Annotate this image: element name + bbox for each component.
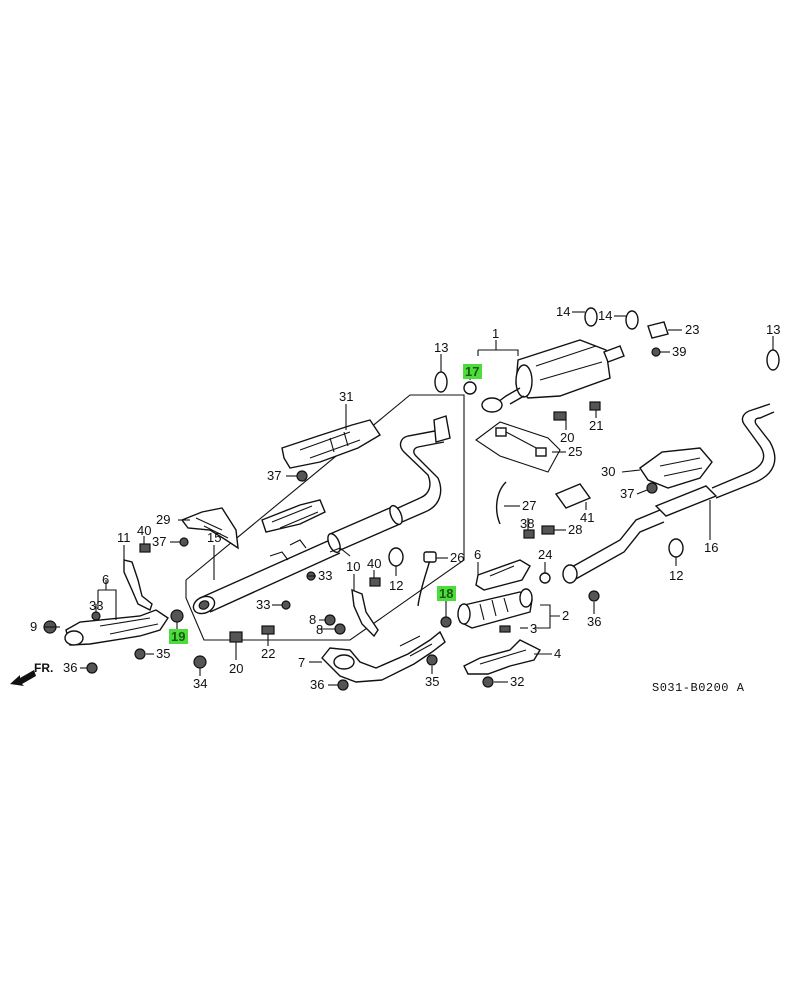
callout-40[interactable]: 40 [137,523,151,538]
callout-1[interactable]: 1 [492,326,499,341]
callout-30[interactable]: 30 [601,464,615,479]
muffler-1 [481,339,625,413]
leader-lines [44,311,774,686]
callout-6[interactable]: 6 [474,547,481,562]
callout-17-highlighted[interactable]: 17 [463,364,482,379]
bracket-10 [351,588,379,638]
front-label: FR. [34,661,53,675]
callout-34[interactable]: 34 [193,676,207,691]
callout-6[interactable]: 6 [102,572,109,587]
callout-3[interactable]: 3 [530,621,537,636]
arrow-left-icon [10,670,36,686]
callout-37[interactable]: 37 [620,486,634,501]
callout-17[interactable]: 17 [465,364,479,379]
callout-21[interactable]: 21 [589,418,603,433]
callout-11[interactable]: 11 [117,530,131,545]
callout-28[interactable]: 28 [568,522,582,537]
group-outline-25 [475,421,561,473]
oxygen-sensor-27 [495,481,507,525]
oxygen-sensor-26 [417,559,431,607]
callout-18[interactable]: 18 [439,586,453,601]
heat-shield-29 [180,507,239,550]
callout-37[interactable]: 37 [152,534,166,549]
callout-36[interactable]: 36 [310,677,324,692]
callout-29[interactable]: 29 [156,512,170,527]
callout-19-highlighted[interactable]: 19 [169,629,188,644]
callout-14[interactable]: 14 [598,308,612,323]
front-pipe-15 [192,415,451,615]
callout-36[interactable]: 36 [63,660,77,675]
callout-38[interactable]: 38 [520,516,534,531]
flex-pipe-6-left [64,609,169,646]
callout-41[interactable]: 41 [580,510,594,525]
callout-26[interactable]: 26 [450,550,464,565]
callout-24[interactable]: 24 [538,547,552,562]
group-outline-15 [185,394,465,641]
callout-8[interactable]: 8 [316,622,323,637]
callout-22[interactable]: 22 [261,646,275,661]
callout-37[interactable]: 37 [267,468,281,483]
callout-20[interactable]: 20 [560,430,574,445]
callout-33[interactable]: 33 [89,598,103,613]
callout-9[interactable]: 9 [30,619,37,634]
callout-12[interactable]: 12 [669,568,683,583]
callout-32[interactable]: 32 [510,674,524,689]
callout-19[interactable]: 19 [171,629,185,644]
catalytic-converter-2 [457,588,533,629]
callout-23[interactable]: 23 [685,322,699,337]
front-direction-indicator: FR. [10,661,53,686]
callout-10[interactable]: 10 [346,559,360,574]
heat-shield-30 [639,447,713,489]
diagram-code: S031-B0200 A [652,681,745,695]
callout-36[interactable]: 36 [587,614,601,629]
callout-12[interactable]: 12 [389,578,403,593]
callout-7[interactable]: 7 [298,655,305,670]
callout-labels: 1 2 3 4 6 6 7 8 8 9 10 11 12 12 13 13 14… [30,304,780,692]
exhaust-pipe-7 [321,630,446,683]
callout-14[interactable]: 14 [556,304,570,319]
callout-2[interactable]: 2 [562,608,569,623]
callout-35[interactable]: 35 [156,646,170,661]
heat-shield-4 [463,639,541,675]
callout-33[interactable]: 33 [256,597,270,612]
cat-shield-6 [475,559,531,591]
callout-8[interactable]: 8 [309,612,316,627]
bracket-11 [123,559,153,611]
callout-18-highlighted[interactable]: 18 [437,586,456,601]
callout-20[interactable]: 20 [229,661,243,676]
heat-shield-31 [281,419,381,469]
rear-pipe-16 [562,403,776,584]
sensor-harness-25 [495,427,547,457]
hardware [43,307,780,691]
callout-16[interactable]: 16 [704,540,718,555]
callout-4[interactable]: 4 [554,646,561,661]
callout-31[interactable]: 31 [339,389,353,404]
callout-33[interactable]: 33 [318,568,332,583]
callout-13[interactable]: 13 [766,322,780,337]
callout-39[interactable]: 39 [672,344,686,359]
gasket-41 [554,483,592,509]
callout-15[interactable]: 15 [207,530,221,545]
callout-35[interactable]: 35 [425,674,439,689]
callout-25[interactable]: 25 [568,444,582,459]
callout-27[interactable]: 27 [522,498,536,513]
heat-shield-center [261,499,351,561]
callout-13[interactable]: 13 [434,340,448,355]
callout-40[interactable]: 40 [367,556,381,571]
